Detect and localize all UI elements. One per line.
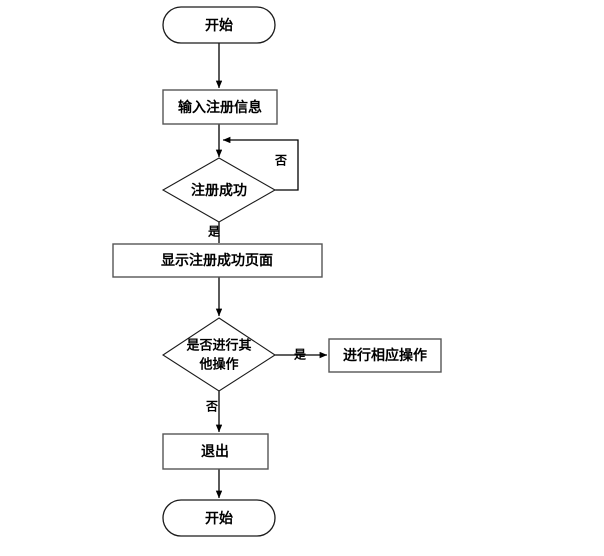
node-exit-label: 退出: [201, 443, 229, 460]
node-input-info[interactable]: [162, 89, 278, 125]
node-register-success-label: 注册成功: [191, 182, 247, 199]
node-show-success-page-label: 显示注册成功页面: [161, 252, 273, 269]
edge-label-other-ops-yes: 是: [293, 348, 307, 362]
node-other-operations-label-line2: 他操作: [198, 357, 238, 373]
node-other-operations-label-line1: 是否进行其: [185, 338, 251, 354]
edge-label-register-no: 否: [274, 154, 287, 168]
node-do-operations[interactable]: [328, 338, 442, 373]
node-do-operations-label: 进行相应操作: [343, 347, 427, 364]
edge-label-other-ops-no: 否: [205, 400, 218, 414]
node-exit[interactable]: [162, 433, 269, 470]
node-input-info-label: 输入注册信息: [178, 99, 262, 116]
edge-decision1-no-loop: [222, 136, 299, 191]
node-start[interactable]: [162, 6, 276, 44]
node-register-success[interactable]: [161, 157, 277, 223]
edge-label-register-yes: 是: [207, 225, 221, 239]
node-start-label: 开始: [205, 17, 233, 34]
node-end[interactable]: [162, 499, 276, 537]
node-other-operations[interactable]: [161, 317, 277, 392]
node-show-success-page[interactable]: [112, 243, 323, 278]
node-end-label: 开始: [205, 510, 233, 527]
